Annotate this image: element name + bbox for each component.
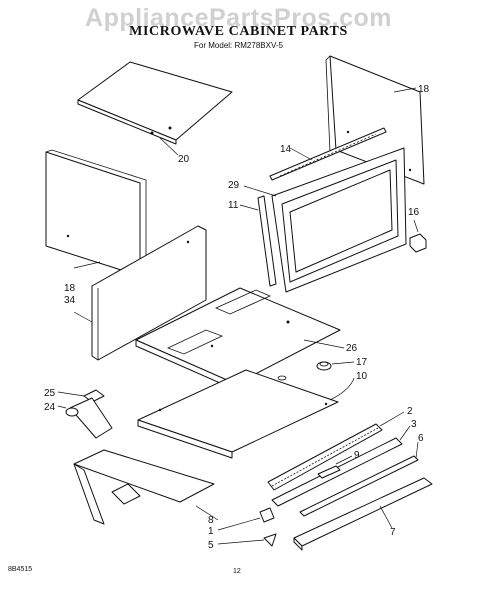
- part-18-left-side-panel[interactable]: [45, 149, 147, 277]
- callout-26: 26: [346, 343, 358, 354]
- part-3-vent-strip[interactable]: [271, 437, 403, 507]
- part-16-bracket[interactable]: [409, 233, 427, 253]
- model-subtitle: For Model: RM278BXV-5: [194, 41, 283, 50]
- callout-18-right: 18: [418, 84, 430, 95]
- diagram-code: 8B4515: [8, 566, 33, 573]
- callout-5: 5: [208, 540, 214, 551]
- callout-14: 14: [280, 144, 292, 155]
- callout-9: 9: [354, 450, 360, 461]
- part-34-inner-side-panel[interactable]: [91, 225, 207, 361]
- part-5-foot[interactable]: [263, 533, 277, 547]
- part-26-floor-panel[interactable]: [135, 287, 341, 391]
- watermark: AppliancePartsPros.com: [85, 4, 392, 32]
- callout-8: 8: [208, 515, 214, 526]
- callout-16: 16: [408, 207, 420, 218]
- diagram-title: MICROWAVE CABINET PARTS: [129, 24, 348, 39]
- callout-11: 11: [228, 200, 239, 211]
- page-number: 12: [233, 568, 241, 575]
- part-29-front-frame[interactable]: [271, 147, 407, 293]
- part-10-base-panel[interactable]: [137, 369, 339, 459]
- part-11-side-strip[interactable]: [257, 195, 277, 287]
- part-2-vent-grille[interactable]: [267, 423, 383, 491]
- part-1-clip[interactable]: [259, 507, 275, 523]
- part-14-top-strip[interactable]: [269, 127, 387, 181]
- part-24-duct[interactable]: [65, 397, 113, 439]
- callout-3: 3: [411, 419, 417, 430]
- callout-34: 34: [64, 295, 76, 306]
- part-6-trim-rail[interactable]: [299, 455, 419, 517]
- callout-10: 10: [356, 371, 368, 382]
- callout-24: 24: [44, 402, 56, 413]
- callout-6: 6: [418, 433, 424, 444]
- callout-17: 17: [356, 357, 368, 368]
- callout-1: 1: [208, 526, 214, 537]
- part-20-top-panel[interactable]: [77, 61, 233, 145]
- callout-25: 25: [44, 388, 56, 399]
- callout-7: 7: [390, 527, 396, 538]
- callout-2: 2: [407, 406, 413, 417]
- callout-18-left: 18: [64, 283, 76, 294]
- part-9-latch[interactable]: [317, 465, 341, 479]
- part-8-floor-tray[interactable]: [73, 449, 215, 525]
- part-7-lower-trim[interactable]: [293, 477, 433, 551]
- callout-29: 29: [228, 180, 240, 191]
- part-17-grommet[interactable]: [316, 361, 332, 371]
- callout-20: 20: [178, 154, 190, 165]
